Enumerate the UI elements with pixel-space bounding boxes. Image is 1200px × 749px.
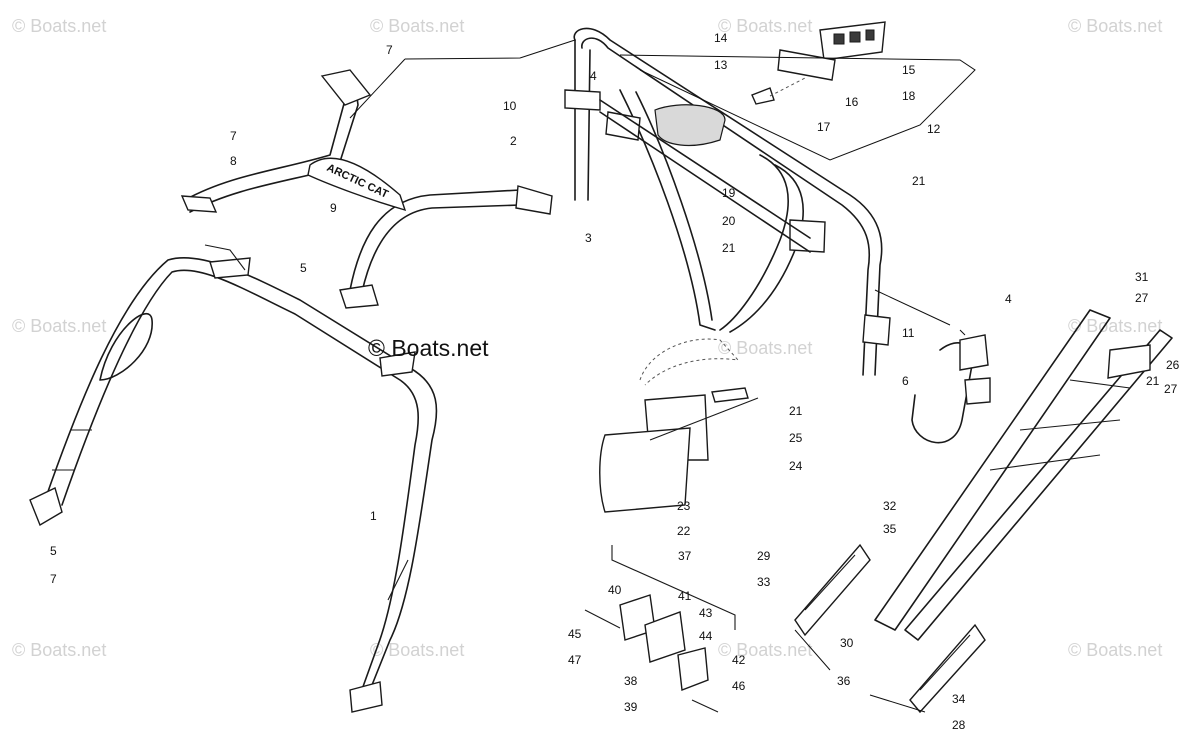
watermark: © Boats.net bbox=[370, 16, 464, 36]
callout-25: 25 bbox=[789, 431, 803, 445]
callout-21c: 21 bbox=[789, 404, 803, 418]
watermark: © Boats.net bbox=[718, 640, 812, 660]
callout-1: 1 bbox=[370, 509, 377, 523]
callout-47: 47 bbox=[568, 653, 582, 667]
callout-34: 34 bbox=[952, 692, 966, 706]
watermark: © Boats.net bbox=[12, 316, 106, 336]
steps bbox=[794, 543, 986, 714]
callout-44: 44 bbox=[699, 629, 713, 643]
callout-33: 33 bbox=[757, 575, 771, 589]
callout-2: 2 bbox=[510, 134, 517, 148]
callout-18: 18 bbox=[902, 89, 916, 103]
callout-9: 9 bbox=[330, 201, 337, 215]
roof-brace: ARCTIC CAT bbox=[180, 69, 553, 309]
callout-21b: 21 bbox=[722, 241, 736, 255]
callout-46: 46 bbox=[732, 679, 746, 693]
lamp-lens bbox=[865, 29, 875, 41]
callout-32: 32 bbox=[883, 499, 897, 513]
callout-42: 42 bbox=[732, 653, 746, 667]
callout-20: 20 bbox=[722, 214, 736, 228]
callout-21d: 21 bbox=[1146, 374, 1160, 388]
callout-39: 39 bbox=[624, 700, 638, 714]
callout-43: 43 bbox=[699, 606, 713, 620]
watermark: © Boats.net bbox=[1068, 316, 1162, 336]
latch-assembly bbox=[584, 545, 736, 713]
callout-29: 29 bbox=[757, 549, 771, 563]
callout-4b: 4 bbox=[1005, 292, 1012, 306]
callout-14: 14 bbox=[714, 31, 728, 45]
callout-30: 30 bbox=[840, 636, 854, 650]
watermark: © Boats.net bbox=[12, 16, 106, 36]
callout-7c: 7 bbox=[50, 572, 57, 586]
side-rails bbox=[874, 309, 1173, 641]
callout-40: 40 bbox=[608, 583, 622, 597]
watermark: © Boats.net bbox=[1068, 16, 1162, 36]
callout-35: 35 bbox=[883, 522, 897, 536]
callout-8: 8 bbox=[230, 154, 237, 168]
callout-5b: 5 bbox=[50, 544, 57, 558]
callout-27b: 27 bbox=[1164, 382, 1178, 396]
callout-38: 38 bbox=[624, 674, 638, 688]
callout-5: 5 bbox=[300, 261, 307, 275]
watermark-layer: © Boats.net © Boats.net © Boats.net © Bo… bbox=[12, 16, 1162, 660]
callout-21: 21 bbox=[912, 174, 926, 188]
callout-13: 13 bbox=[714, 58, 728, 72]
leader-lines bbox=[349, 39, 976, 713]
watermark: © Boats.net bbox=[370, 640, 464, 660]
callout-24: 24 bbox=[789, 459, 803, 473]
callout-15: 15 bbox=[902, 63, 916, 77]
callout-17: 17 bbox=[817, 120, 831, 134]
callout-23: 23 bbox=[677, 499, 691, 513]
callout-22: 22 bbox=[677, 524, 691, 538]
lamp-lens bbox=[849, 31, 861, 43]
callout-7: 7 bbox=[386, 43, 393, 57]
callout-4: 4 bbox=[590, 69, 597, 83]
callout-37: 37 bbox=[678, 549, 692, 563]
lamp-lens bbox=[833, 33, 845, 45]
callout-10: 10 bbox=[503, 99, 517, 113]
callout-19: 19 bbox=[722, 186, 736, 200]
callout-3: 3 bbox=[585, 231, 592, 245]
callout-36: 36 bbox=[837, 674, 851, 688]
watermark: © Boats.net bbox=[12, 640, 106, 660]
callout-16: 16 bbox=[845, 95, 859, 109]
callout-12: 12 bbox=[927, 122, 941, 136]
callout-31: 31 bbox=[1135, 270, 1149, 284]
callout-26: 26 bbox=[1166, 358, 1180, 372]
callout-11: 11 bbox=[902, 326, 915, 340]
watermark: © Boats.net bbox=[1068, 640, 1162, 660]
callout-6: 6 bbox=[902, 374, 909, 388]
callout-28: 28 bbox=[952, 718, 966, 732]
callout-45: 45 bbox=[568, 627, 582, 641]
rear-cage bbox=[564, 27, 891, 386]
callout-27: 27 bbox=[1135, 291, 1149, 305]
callout-7b: 7 bbox=[230, 129, 237, 143]
watermark: © Boats.net bbox=[718, 16, 812, 36]
callout-41: 41 bbox=[678, 589, 692, 603]
callout-labels: 1 2 3 4 4 5 5 6 7 7 7 8 9 10 11 12 13 14… bbox=[50, 31, 1180, 732]
plate-bracket bbox=[599, 387, 759, 513]
copyright-notice: © Boats.net bbox=[368, 335, 489, 361]
watermark: © Boats.net bbox=[718, 338, 812, 358]
